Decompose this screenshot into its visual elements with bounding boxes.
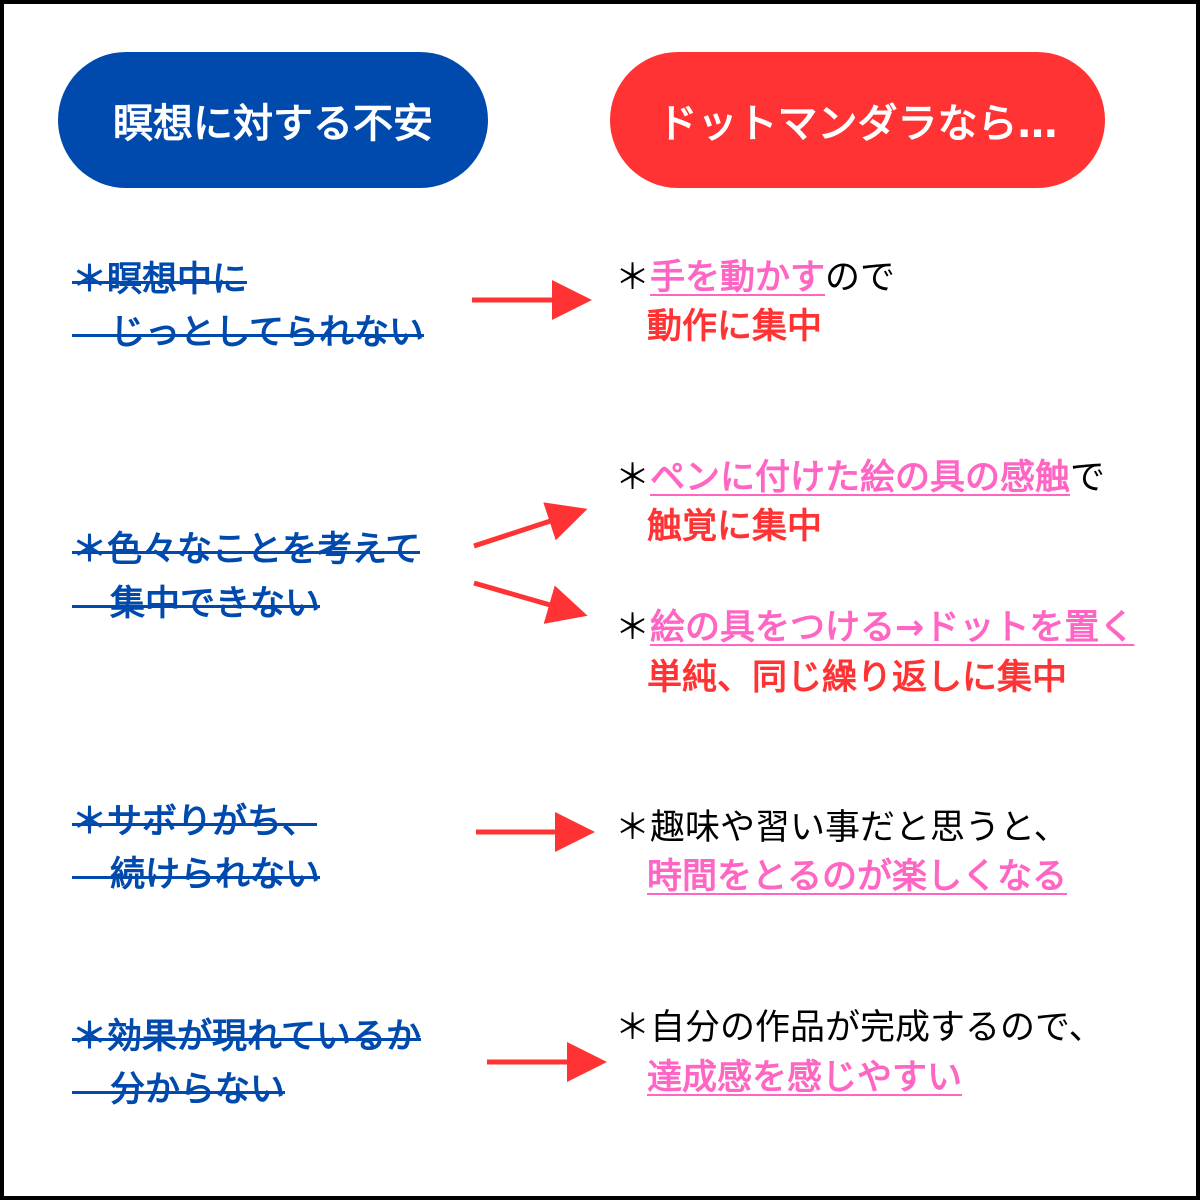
header-concerns: 瞑想に対する不安 [58, 52, 488, 188]
answer-3-result: 時間をとるのが楽しくなる [647, 857, 1068, 897]
answer-2a-result: 触覚に集中 [647, 507, 823, 547]
arrow-2b [473, 580, 588, 624]
answer-1: ＊手を動かすので [615, 258, 896, 298]
concern-1-line-1: ＊瞑想中に [72, 260, 248, 300]
concern-4-line-1: ＊効果が現れているか [72, 1017, 421, 1057]
answer-3: ＊趣味や習い事だと思うと、 [615, 808, 1069, 848]
concern-1-line-2: じっとしてられない [72, 311, 424, 355]
answer-2b-result: 単純、同じ繰り返しに集中 [647, 658, 1068, 698]
concern-2-line-2: 集中できない [72, 582, 321, 626]
arrow-2a [473, 502, 588, 549]
answer-2b: ＊絵の具をつける→ドットを置く [615, 608, 1135, 648]
answer-2a: ＊ペンに付けた絵の具の感触で [615, 458, 1106, 498]
concern-3-line-2: 続けられない [72, 853, 321, 897]
answer-4: ＊自分の作品が完成するので、 [615, 1008, 1104, 1048]
concern-4-line-2: 分からない [72, 1068, 286, 1112]
answer-1-result: 動作に集中 [647, 307, 823, 347]
answer-4-result: 達成感を感じやすい [647, 1058, 963, 1098]
header-dot-mandala: ドットマンダラなら… [610, 52, 1105, 188]
concern-2-line-1: ＊色々なことを考えて [72, 530, 421, 570]
concern-3-line-1: ＊サボりがち、 [72, 802, 318, 842]
